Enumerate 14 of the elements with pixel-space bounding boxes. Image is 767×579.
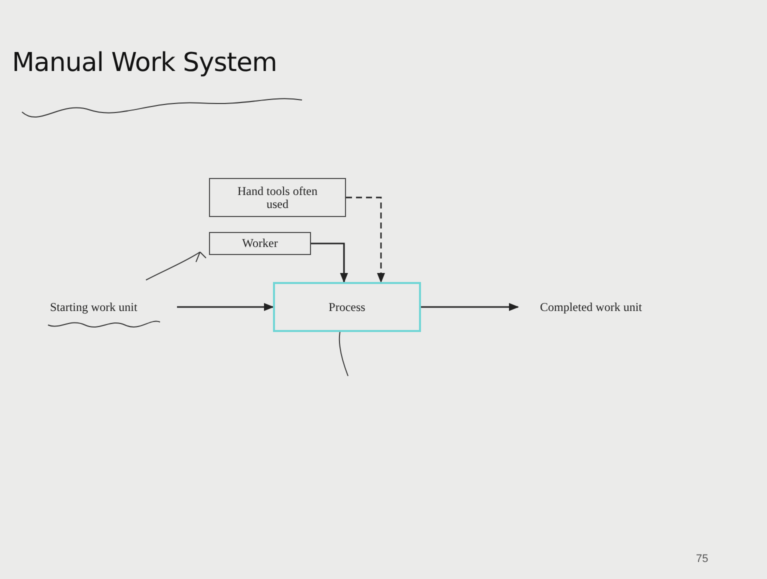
node-label: Worker bbox=[242, 237, 278, 250]
node-label: Completed work unit bbox=[540, 300, 642, 314]
arrow bbox=[311, 242, 348, 283]
node-label: Hand tools often used bbox=[236, 184, 318, 210]
arrow bbox=[421, 303, 519, 311]
process-box bbox=[209, 178, 346, 217]
slide-title: Manual Work System bbox=[12, 48, 277, 78]
process-box bbox=[273, 282, 421, 332]
arrow bbox=[177, 303, 274, 311]
arrow bbox=[346, 196, 385, 283]
node-label: Starting work unit bbox=[50, 300, 138, 314]
page-number: 75 bbox=[696, 553, 708, 565]
process-box bbox=[209, 232, 311, 255]
node-label: Process bbox=[328, 300, 366, 314]
